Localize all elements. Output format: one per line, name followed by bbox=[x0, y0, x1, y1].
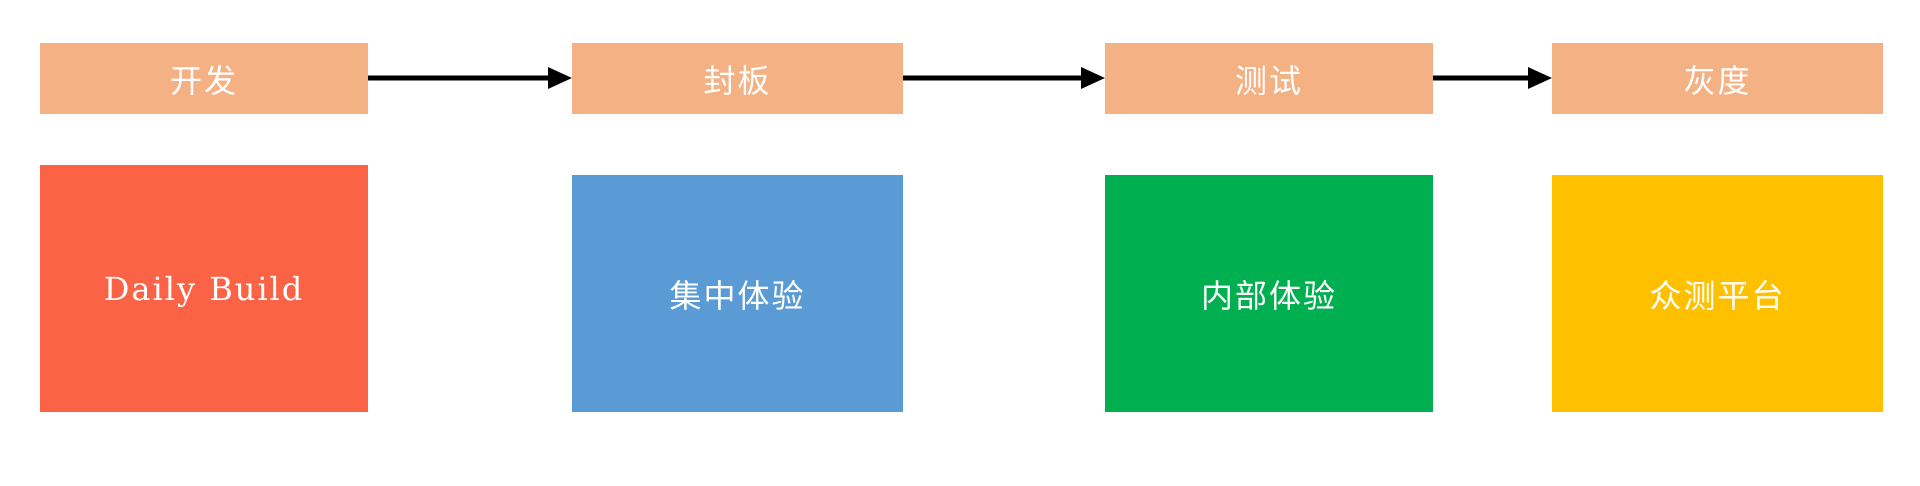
stage-box-test: 测试 bbox=[1105, 43, 1433, 114]
stage-box-dev: 开发 bbox=[40, 43, 368, 114]
arrow-right-icon bbox=[1433, 67, 1552, 89]
arrow-right-icon bbox=[368, 67, 572, 89]
stage-label-freeze: 封板 bbox=[703, 61, 772, 100]
platform-label-crowdtest-platform: 众测平台 bbox=[1649, 276, 1786, 315]
stage-label-dev: 开发 bbox=[169, 61, 238, 100]
platform-label-central-experience: 集中体验 bbox=[669, 276, 806, 315]
platform-box-daily-build: Daily Build bbox=[40, 165, 368, 412]
platform-label-internal-experience: 内部体验 bbox=[1200, 276, 1337, 315]
stage-box-gray: 灰度 bbox=[1552, 43, 1883, 114]
arrow-right-icon bbox=[903, 67, 1105, 89]
stage-box-freeze: 封板 bbox=[572, 43, 903, 114]
platform-label-daily-build: Daily Build bbox=[103, 269, 305, 308]
platform-box-central-experience: 集中体验 bbox=[572, 175, 903, 412]
stage-label-test: 测试 bbox=[1234, 61, 1303, 100]
stage-label-gray: 灰度 bbox=[1683, 61, 1752, 100]
platform-box-crowdtest-platform: 众测平台 bbox=[1552, 175, 1883, 412]
platform-box-internal-experience: 内部体验 bbox=[1105, 175, 1433, 412]
